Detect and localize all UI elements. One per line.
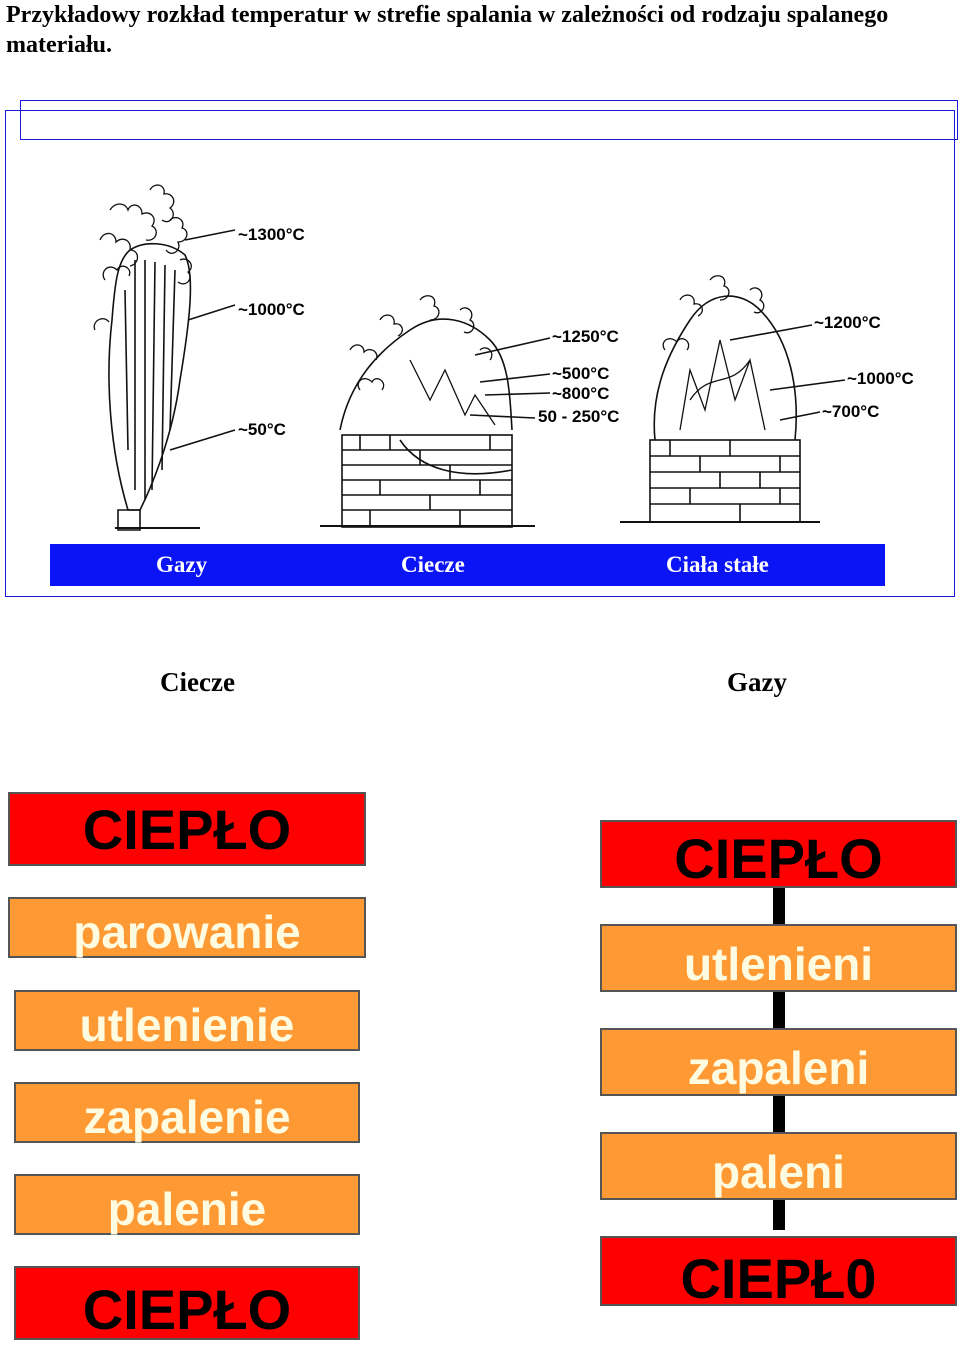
- combustion-illustration: ~1300°C ~1000°C ~50°C ~1250°C ~500°C ~80…: [93, 184, 914, 531]
- liquids-heat-top-box: CIEPŁO: [8, 792, 366, 866]
- temp-solid-3: ~700°C: [822, 402, 879, 421]
- liquids-heat-bottom-box: CIEPŁO: [14, 1266, 360, 1341]
- figure-top-bar: [20, 100, 958, 140]
- temp-liquid-3: ~800°C: [552, 384, 609, 403]
- category-gases-label: Gazy: [156, 552, 208, 577]
- liquids-column-heading: Ciecze: [160, 667, 235, 697]
- gases-heat-top-box: CIEPŁO: [600, 820, 957, 890]
- page-title: Przykładowy rozkład temperatur w strefie…: [6, 2, 889, 58]
- temp-liquid-1: ~1250°C: [552, 327, 619, 346]
- temp-solid-2: ~1000°C: [847, 369, 914, 388]
- liquids-evaporation-box: parowanie: [8, 897, 366, 958]
- temp-liquid-4: 50 - 250°C: [538, 407, 619, 426]
- solid-fire-drawing: [620, 275, 846, 523]
- category-solids-label: Ciała stałe: [666, 552, 769, 577]
- gases-ignition-box: zapaleni: [600, 1028, 957, 1096]
- temp-gas-1: ~1300°C: [238, 225, 305, 244]
- gas-flame-drawing: [93, 184, 236, 531]
- category-bar: Gazy Ciecze Ciała stałe: [50, 544, 885, 586]
- gases-heat-bottom-box: CIEPŁ0: [600, 1236, 957, 1310]
- temp-solid-1: ~1200°C: [814, 313, 881, 332]
- liquid-fire-drawing: [320, 295, 551, 528]
- gases-oxidation-box: utlenieni: [600, 924, 957, 992]
- temp-gas-2: ~1000°C: [238, 300, 305, 319]
- temp-gas-3: ~50°C: [238, 420, 286, 439]
- gases-column-heading: Gazy: [727, 667, 787, 697]
- liquids-burning-box: palenie: [14, 1174, 360, 1235]
- gases-burning-box: paleni: [600, 1132, 957, 1200]
- liquids-oxidation-box: utlenienie: [14, 990, 360, 1051]
- liquids-ignition-box: zapalenie: [14, 1082, 360, 1143]
- figure-frame: [5, 110, 955, 597]
- temp-liquid-2: ~500°C: [552, 364, 609, 383]
- category-liquids-label: Ciecze: [401, 552, 465, 577]
